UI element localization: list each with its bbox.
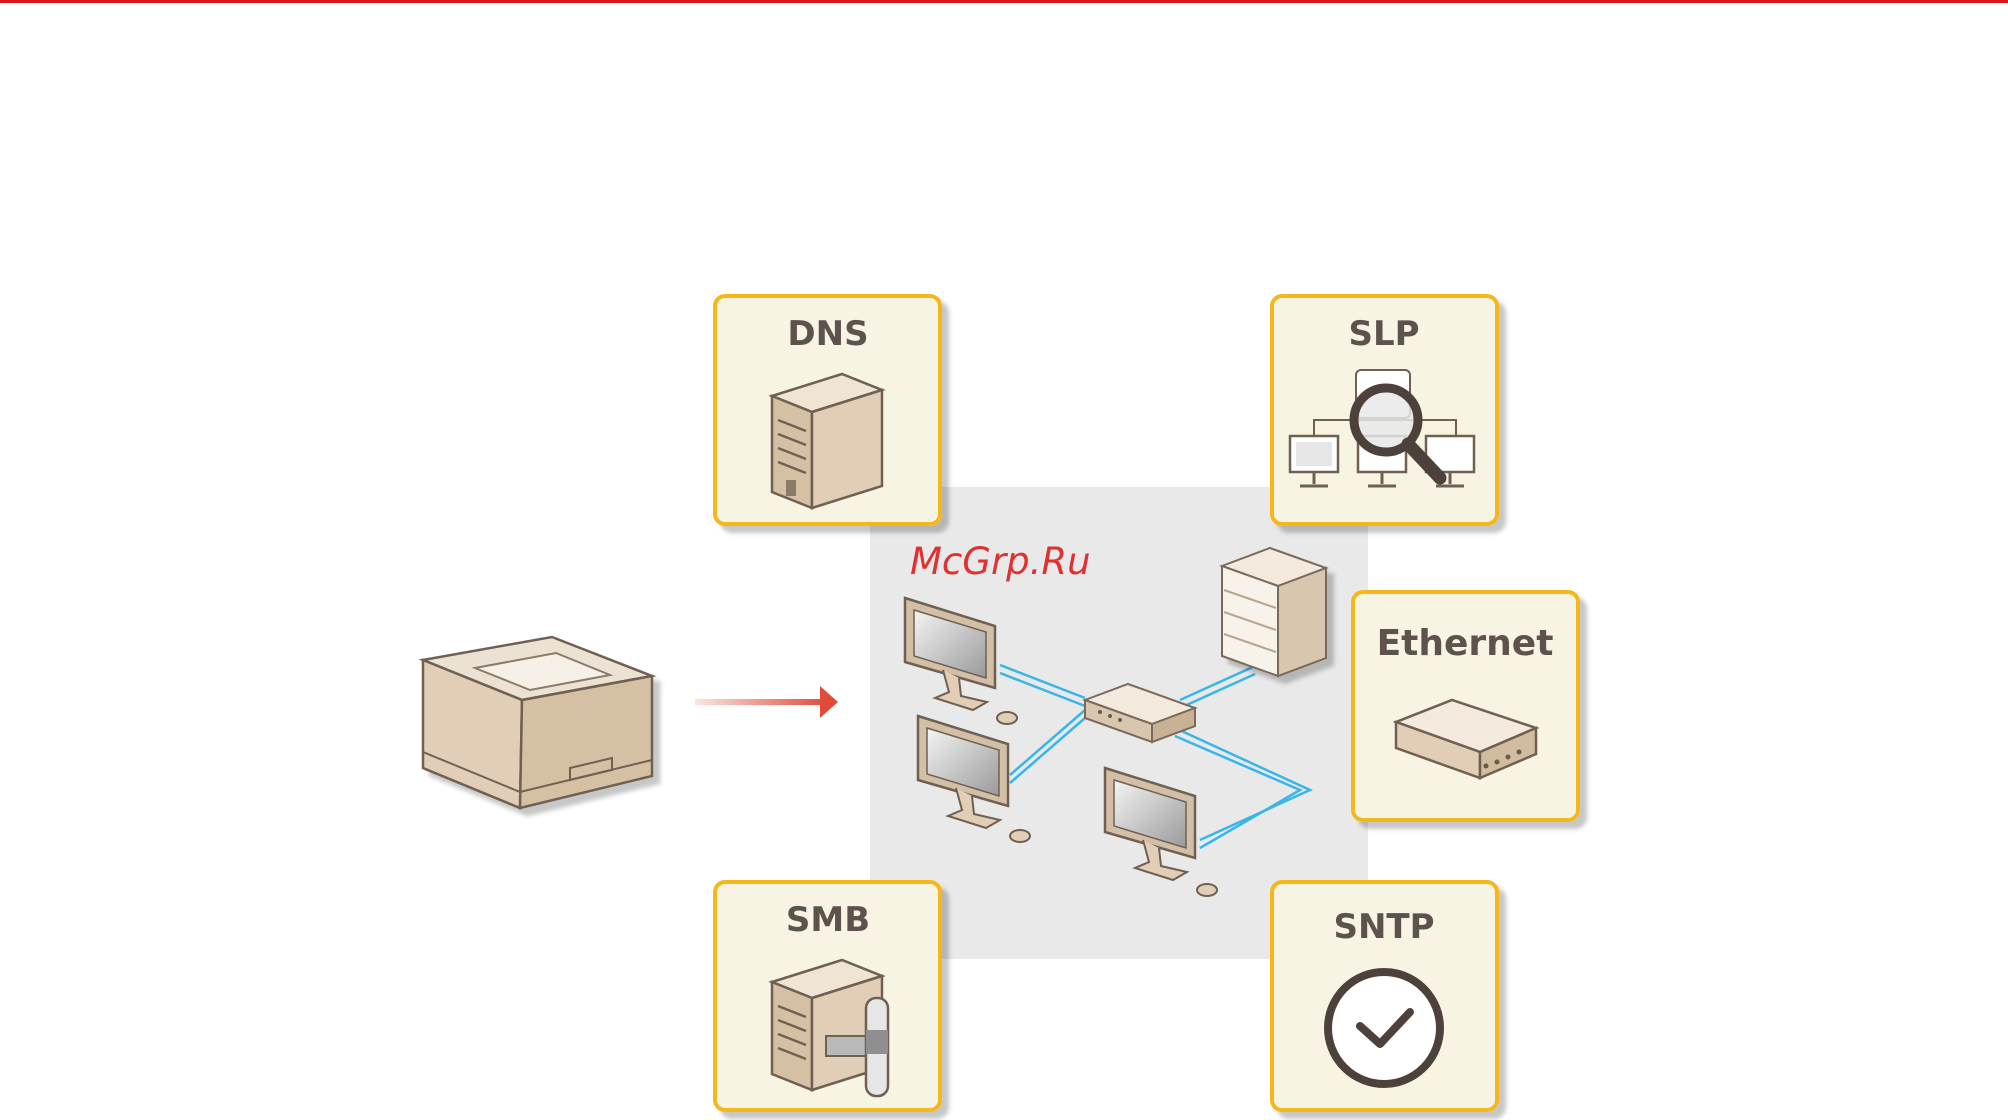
slp-label: SLP [1348,314,1419,354]
sntp-label: SNTP [1333,907,1434,947]
service-card-dns: DNS [715,296,940,524]
clock-icon [1328,972,1440,1084]
service-card-smb: SMB [715,882,940,1110]
smb-label: SMB [786,900,870,940]
watermark-text: McGrp.Ru [910,540,1091,583]
printer-icon [423,637,652,808]
service-card-slp: SLP [1272,296,1497,524]
service-card-sntp: SNTP [1272,882,1497,1110]
network-server-icon [1222,548,1326,676]
ethernet-label: Ethernet [1377,623,1554,664]
shared-server-icon [772,960,888,1096]
direction-arrow [695,686,838,718]
dns-label: DNS [787,314,868,354]
server-icon [772,374,882,508]
service-card-ethernet: Ethernet [1353,592,1578,820]
